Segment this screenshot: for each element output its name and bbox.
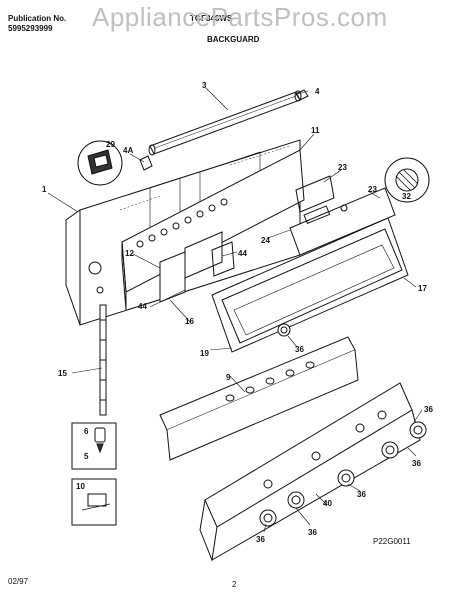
lower-control-panel — [159, 336, 359, 461]
timer-bracket — [295, 175, 335, 213]
callout-9: 9 — [226, 373, 231, 382]
footer-date: 02/97 — [8, 577, 29, 586]
switch-assembly — [159, 251, 186, 303]
knob — [409, 421, 427, 439]
callout-5: 5 — [84, 452, 89, 461]
inset-module-box — [71, 478, 117, 526]
rod-end-clip — [295, 89, 309, 101]
callout-6: 6 — [84, 427, 89, 436]
inset-ignitor-box — [71, 422, 117, 470]
callout-36-c: 36 — [357, 490, 366, 499]
callout-19: 19 — [200, 349, 209, 358]
diagram-code: P22G0011 — [373, 537, 411, 546]
callout-23b: 24 — [261, 236, 270, 245]
callout-20: 23 — [368, 185, 377, 194]
bracket-right — [211, 241, 235, 277]
timer-module — [289, 187, 396, 256]
knob — [337, 469, 355, 487]
watermark: AppliancePartsPros.com — [92, 2, 388, 32]
control-panel-frame — [121, 149, 305, 311]
callout-10: 10 — [76, 482, 85, 491]
callout-labels: 3 4 4A 29 11 23 32 1 23 24 44 12 44 16 1… — [42, 81, 433, 544]
callout-44b: 44 — [138, 302, 147, 311]
callout-32: 36 — [295, 345, 304, 354]
callout-36-a: 36 — [424, 405, 433, 414]
burner-knobs — [259, 421, 427, 527]
inset-switch — [77, 140, 123, 186]
knob — [259, 509, 277, 527]
callout-4: 4 — [315, 87, 320, 96]
callout-36-e: 36 — [256, 535, 265, 544]
callout-16: 16 — [185, 317, 194, 326]
callout-24: 29 — [106, 140, 115, 149]
ground-strap — [99, 304, 107, 416]
callout-44: 44 — [238, 249, 247, 258]
callout-36-d: 36 — [308, 528, 317, 537]
callout-15: 15 — [58, 369, 67, 378]
page-number: 2 — [232, 580, 237, 589]
model-number: TGF346WS — [190, 14, 233, 23]
publication-number: 5995293999 — [8, 24, 53, 33]
callout-11: 11 — [311, 126, 320, 135]
section-title: BACKGUARD — [207, 35, 260, 44]
callout-36-b: 36 — [412, 459, 421, 468]
rod-left-clip — [139, 155, 153, 171]
callout-29: 32 — [402, 192, 411, 201]
callout-12: 12 — [125, 249, 134, 258]
leader-lines — [47, 87, 423, 533]
callout-40: 40 — [323, 499, 332, 508]
knob — [381, 441, 399, 459]
panel-knob — [277, 323, 291, 337]
callout-3: 3 — [202, 81, 207, 90]
manifold-panel — [199, 382, 421, 562]
publication-label: Publication No. — [8, 14, 67, 23]
callout-23: 23 — [338, 163, 347, 172]
inset-knob — [384, 157, 430, 203]
clock-bezel — [211, 217, 409, 353]
knob — [287, 491, 305, 509]
top-rod — [148, 90, 302, 156]
callout-17: 17 — [418, 284, 427, 293]
callout-1: 1 — [42, 185, 47, 194]
callout-4a: 4A — [123, 146, 133, 155]
